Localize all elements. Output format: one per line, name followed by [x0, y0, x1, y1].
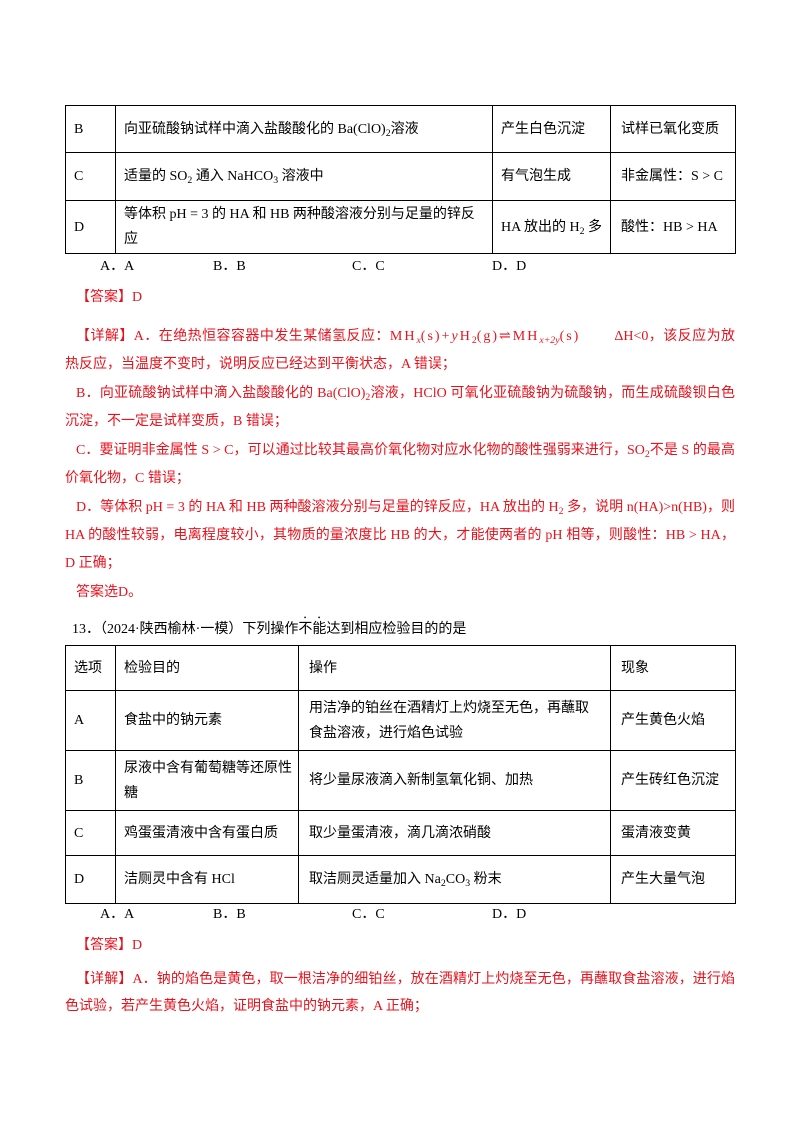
q13-answer: 【答案】D	[65, 936, 735, 956]
explanation-paragraph-a: 【详解】A．钠的焰色是黄色，取一根洁净的细铂丝，放在酒精灯上灼烧至无色，再蘸取食…	[65, 966, 735, 1020]
explanation-paragraph-a: 【详解】A．在绝热恒容容器中发生某储氢反应：MHx(s)+yH2(g)⇌MHx+…	[65, 323, 735, 379]
subscript-text: 2	[579, 225, 585, 237]
choice-b: B．B	[213, 259, 246, 274]
explanation-conclusion: 答案选D。	[76, 585, 143, 600]
phenomenon-cell: 产生黄色火焰	[610, 690, 736, 751]
subscript-text: x+2y	[539, 334, 560, 346]
table-row: B 尿液中含有葡萄糖等还原性糖 将少量尿液滴入新制氢氧化铜、加热 产生砖红色沉淀	[65, 750, 736, 811]
header-operation: 操作	[298, 645, 611, 691]
choice-d: D．D	[492, 907, 527, 922]
q12-explanation: 【详解】A．在绝热恒容容器中发生某储氢反应：MHx(s)+yH2(g)⇌MHx+…	[65, 323, 735, 608]
table-row: A 食盐中的钠元素 用洁净的铂丝在酒精灯上灼烧至无色，再蘸取食盐溶液，进行焰色试…	[65, 690, 736, 751]
subscript-text: 2	[440, 877, 446, 889]
operation-cell: 将少量尿液滴入新制氢氧化铜、加热	[298, 750, 611, 811]
phenomenon-cell: 产生大量气泡	[610, 855, 736, 904]
choice-a: A．A	[100, 259, 135, 274]
formula-text: (s)+	[420, 329, 452, 344]
q13-explanation: 【详解】A．钠的焰色是黄色，取一根洁净的细铂丝，放在酒精灯上灼烧至无色，再蘸取食…	[65, 966, 735, 1021]
q13-options-table: 选项 检验目的 操作 现象 A 食盐中的钠元素 用洁净的铂丝在酒精灯上灼烧至无色…	[65, 645, 736, 904]
subscript-text: 2	[385, 127, 391, 139]
explanation-paragraph-b: B．向亚硫酸钠试样中滴入盐酸酸化的 Ba(ClO)2溶液，HClO 可氧化亚硫酸…	[65, 386, 735, 429]
choice-b: B．B	[213, 907, 246, 922]
option-cell: C	[65, 152, 116, 201]
answer-label: 【答案】	[76, 938, 132, 953]
formula-text: y	[451, 329, 460, 344]
answer-value: D	[132, 938, 143, 953]
formula-text: H	[459, 329, 472, 344]
phenomenon-cell: 有气泡生成	[492, 152, 611, 201]
header-phenomenon: 现象	[610, 645, 736, 691]
choice-a: A．A	[100, 907, 135, 922]
answer-label: 【答案】	[76, 290, 132, 305]
formula-text: MH	[389, 329, 417, 344]
phenomenon-cell: 产生砖红色沉淀	[610, 750, 736, 811]
phenomenon-cell: 蛋清液变黄	[610, 810, 736, 856]
table-row: C 鸡蛋蛋清液中含有蛋白质 取少量蛋清液，滴几滴浓硝酸 蛋清液变黄	[65, 810, 736, 856]
operation-cell: 取洁厕灵适量加入 Na2CO3 粉末	[298, 855, 611, 904]
header-option: 选项	[65, 645, 116, 691]
conclusion-cell: 酸性：HB > HA	[610, 200, 736, 254]
phenomenon-cell: 产生白色沉淀	[492, 105, 611, 153]
explanation-label: 【详解】	[76, 972, 133, 987]
emphasized-text: 不能	[298, 622, 327, 637]
choice-d: D．D	[492, 259, 527, 274]
option-cell: D	[65, 200, 116, 254]
explanation-paragraph-c: C．要证明非金属性 S > C，可以通过比较其最高价氧化物对应水化物的酸性强弱来…	[65, 443, 735, 486]
subscript-text: 3	[465, 877, 471, 889]
formula-text: ΔH<0	[614, 329, 649, 344]
q12-options-table: B 向亚硫酸钠试样中滴入盐酸酸化的 Ba(ClO)2溶液 产生白色沉淀 试样已氧…	[65, 105, 736, 254]
explanation-label: 【详解】	[76, 329, 134, 344]
formula-text: (s)	[559, 329, 581, 344]
table-header-row: 选项 检验目的 操作 现象	[65, 645, 736, 691]
phenomenon-cell: HA 放出的 H2 多	[492, 200, 611, 254]
choice-c: C．C	[352, 259, 385, 274]
option-cell: B	[65, 105, 116, 153]
explanation-text: A．在绝热恒容容器中发生某储氢反应：MHx(s)+yH2(g)⇌MHx+2y(s…	[65, 329, 736, 372]
subscript-text: x	[416, 334, 421, 346]
q13-title: 13．（2024·陕西榆林·一模）下列操作不能达到相应检验目的的是	[72, 622, 467, 637]
purpose-cell: 洁厕灵中含有 HCl	[115, 855, 299, 904]
conclusion-cell: 非金属性：S > C	[610, 152, 736, 201]
option-cell: A	[65, 690, 116, 751]
subscript-text: 2	[471, 334, 477, 346]
purpose-cell: 鸡蛋蛋清液中含有蛋白质	[115, 810, 299, 856]
table-row: C 适量的 SO2 通入 NaHCO3 溶液中 有气泡生成 非金属性：S > C	[65, 152, 736, 201]
conclusion-cell: 试样已氧化变质	[610, 105, 736, 153]
table-row: D 洁厕灵中含有 HCl 取洁厕灵适量加入 Na2CO3 粉末 产生大量气泡	[65, 855, 736, 904]
option-cell: C	[65, 810, 116, 856]
operation-cell: 用洁净的铂丝在酒精灯上灼烧至无色，再蘸取食盐溶液，进行焰色试验	[298, 690, 611, 751]
operation-cell: 适量的 SO2 通入 NaHCO3 溶液中	[115, 152, 493, 201]
subscript-text: 2	[365, 391, 371, 403]
explanation-paragraph-d: D．等体积 pH = 3 的 HA 和 HB 两种酸溶液分别与足量的锌反应，HA…	[65, 500, 736, 571]
operation-cell: 取少量蛋清液，滴几滴浓硝酸	[298, 810, 611, 856]
subscript-text: 2	[187, 174, 193, 186]
table-row: D 等体积 pH = 3 的 HA 和 HB 两种酸溶液分别与足量的锌反应 HA…	[65, 200, 736, 254]
option-cell: B	[65, 750, 116, 811]
operation-cell: 向亚硫酸钠试样中滴入盐酸酸化的 Ba(ClO)2溶液	[115, 105, 493, 153]
purpose-cell: 食盐中的钠元素	[115, 690, 299, 751]
subscript-text: 3	[273, 174, 279, 186]
option-cell: D	[65, 855, 116, 904]
header-purpose: 检验目的	[115, 645, 299, 691]
q12-answer: 【答案】D	[65, 288, 735, 308]
subscript-text: 2	[644, 448, 650, 460]
explanation-text: A．钠的焰色是黄色，取一根洁净的细铂丝，放在酒精灯上灼烧至无色，再蘸取食盐溶液，…	[65, 972, 736, 1014]
formula-text: (g)⇌MH	[476, 329, 540, 344]
purpose-cell: 尿液中含有葡萄糖等还原性糖	[115, 750, 299, 811]
subscript-text: 2	[558, 505, 564, 517]
q13-choices: A．A B．B C．C D．D	[100, 905, 526, 925]
answer-value: D	[132, 290, 143, 305]
q12-choices: A．A B．B C．C D．D	[100, 257, 526, 277]
operation-cell: 等体积 pH = 3 的 HA 和 HB 两种酸溶液分别与足量的锌反应	[115, 200, 493, 254]
table-row: B 向亚硫酸钠试样中滴入盐酸酸化的 Ba(ClO)2溶液 产生白色沉淀 试样已氧…	[65, 105, 736, 153]
choice-c: C．C	[352, 907, 385, 922]
